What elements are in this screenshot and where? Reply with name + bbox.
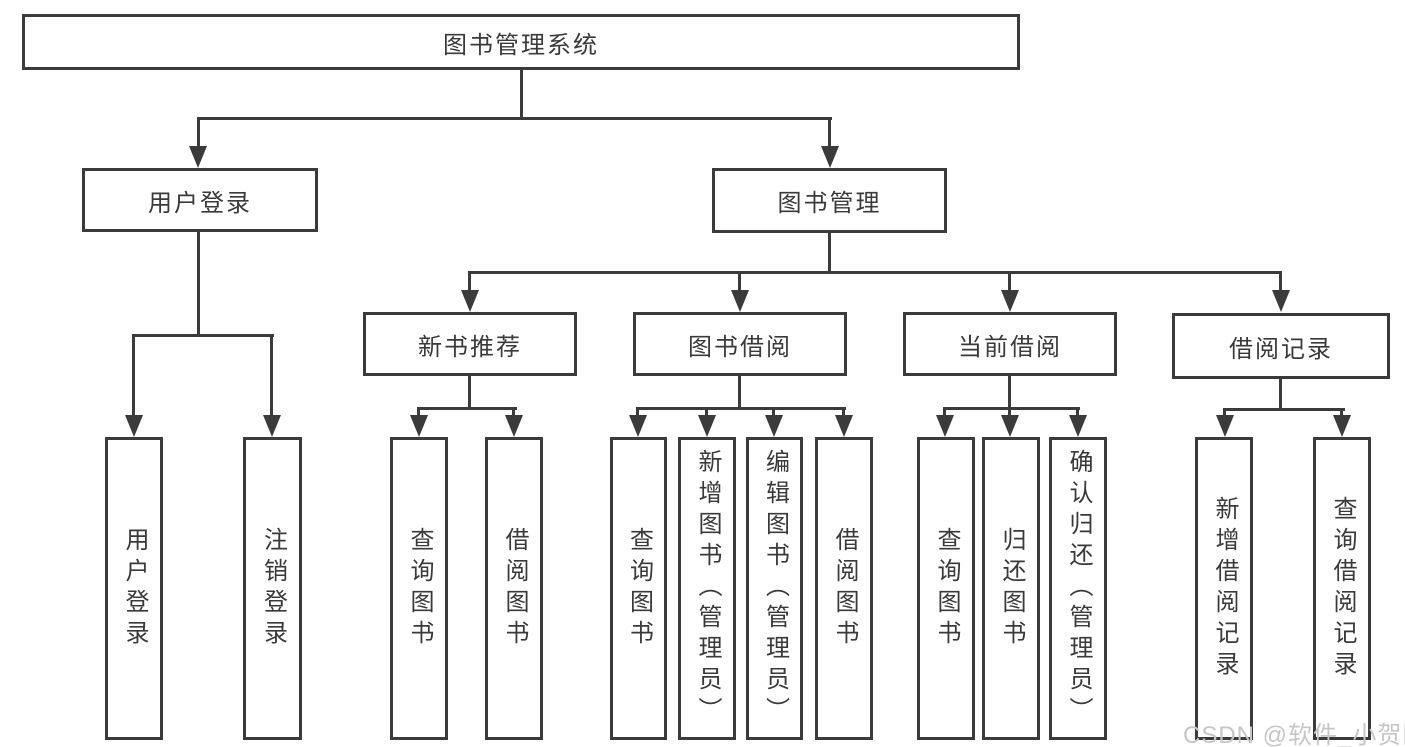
arrow-into-current-borrowing (1001, 290, 1019, 312)
connector-stem-current-borrowing (1008, 271, 1011, 292)
leaf-add-books-admin: 新增图书（管理员） (678, 437, 736, 740)
arrow-into-leaf-user-login (125, 415, 143, 437)
connector-group2-crossbar (636, 407, 846, 410)
connector-stem-add-books (705, 407, 708, 418)
leaf-borrowing-query-books-label: 查询图书 (625, 526, 653, 651)
arrow-into-borrowing-query (629, 415, 647, 437)
connector-group1-stem (468, 376, 471, 410)
node-current-borrowing: 当前借阅 (903, 312, 1117, 376)
node-library-system: 图书管理系统 (22, 14, 1020, 70)
connector-stem-book-management (828, 117, 831, 149)
arrow-into-leaf-logout (263, 415, 281, 437)
connector-stem-borrowing-borrow (842, 407, 845, 418)
csdn-watermark: CSDN @软件_小贺同学 (1183, 722, 1405, 747)
leaf-edit-books-admin-label: 编辑图书（管理员） (761, 449, 789, 728)
node-borrowing-records-label: 借阅记录 (1229, 335, 1333, 363)
connector-stem-borrowing-query (636, 407, 639, 418)
connector-group3-crossbar (943, 407, 1080, 410)
node-new-book-recommendation-label: 新书推荐 (418, 333, 522, 361)
node-new-book-recommendation: 新书推荐 (363, 312, 577, 376)
arrow-into-add-books (698, 415, 716, 437)
node-user-login: 用户登录 (82, 168, 318, 232)
leaf-logout: 注销登录 (243, 437, 302, 740)
leaf-return-books: 归还图书 (982, 437, 1040, 740)
leaf-confirm-return-admin: 确认归还（管理员） (1049, 437, 1107, 740)
leaf-current-query-books: 查询图书 (917, 437, 975, 740)
arrow-into-confirm-return (1069, 415, 1087, 437)
connector-stem-new-book-recommendation (468, 271, 471, 292)
node-current-borrowing-label: 当前借阅 (958, 333, 1062, 361)
connector-group4-crossbar (1223, 408, 1345, 411)
connector-group4-stem (1279, 379, 1282, 410)
leaf-user-login-label: 用户登录 (121, 526, 148, 651)
leaf-confirm-return-admin-label: 确认归还（管理员） (1065, 449, 1092, 728)
arrow-into-book-borrowing (731, 290, 749, 312)
connector-group1-crossbar (417, 407, 517, 410)
connector-stem-recommend-query (417, 407, 420, 418)
arrow-into-new-book-recommendation (461, 290, 479, 312)
connector-stem-leaf-user-login (132, 334, 135, 417)
leaf-user-login: 用户登录 (105, 437, 163, 740)
leaf-borrowing-borrow-books-label: 借阅图书 (831, 526, 858, 651)
arrow-into-add-record (1216, 415, 1234, 437)
connector-login-stem (197, 232, 200, 336)
connector-stem-query-record (1340, 408, 1343, 418)
connector-stem-return-books (1008, 407, 1011, 418)
node-book-borrowing: 图书借阅 (633, 312, 847, 376)
node-book-borrowing-label: 图书借阅 (688, 333, 792, 361)
node-book-management-label: 图书管理 (777, 190, 882, 217)
node-borrowing-records: 借阅记录 (1172, 313, 1390, 379)
connector-login-crossbar (132, 334, 274, 337)
arrow-into-borrowing-records (1272, 290, 1290, 312)
leaf-recommend-query-books: 查询图书 (390, 437, 448, 740)
connector-group3-stem (1008, 376, 1011, 410)
connector-root-crossbar (197, 117, 832, 120)
leaf-add-books-admin-label: 新增图书（管理员） (694, 449, 721, 728)
arrow-into-recommend-borrow (505, 415, 523, 437)
leaf-edit-books-admin: 编辑图书（管理员） (746, 437, 803, 740)
connector-management-crossbar (468, 271, 1282, 274)
leaf-query-borrow-record: 查询借阅记录 (1313, 437, 1371, 740)
arrow-into-edit-books (765, 415, 783, 437)
connector-stem-book-borrowing (738, 271, 741, 292)
connector-stem-recommend-borrow (512, 407, 515, 418)
connector-stem-add-record (1223, 408, 1226, 418)
leaf-recommend-borrow-books: 借阅图书 (485, 437, 543, 740)
connector-stem-leaf-logout (270, 334, 273, 417)
connector-stem-edit-books (772, 407, 775, 418)
connector-stem-current-query (943, 407, 946, 418)
leaf-recommend-query-books-label: 查询图书 (406, 526, 433, 651)
arrow-into-user-login (189, 146, 207, 168)
leaf-add-borrow-record: 新增借阅记录 (1195, 437, 1253, 740)
arrow-into-return-books (1001, 415, 1019, 437)
leaf-query-borrow-record-label: 查询借阅记录 (1329, 495, 1356, 682)
arrow-into-borrowing-borrow (835, 415, 853, 437)
connector-stem-confirm-return (1076, 407, 1079, 418)
connector-stem-user-login (197, 117, 200, 149)
node-library-system-label: 图书管理系统 (443, 31, 599, 59)
leaf-return-books-label: 归还图书 (998, 526, 1025, 651)
node-user-login-label: 用户登录 (148, 189, 252, 217)
leaf-logout-label: 注销登录 (259, 526, 287, 651)
leaf-current-query-books-label: 查询图书 (933, 526, 960, 651)
arrow-into-recommend-query (410, 415, 428, 437)
connector-group2-stem (738, 376, 741, 410)
leaf-add-borrow-record-label: 新增借阅记录 (1211, 495, 1238, 682)
leaf-borrowing-query-books: 查询图书 (610, 437, 667, 740)
arrow-into-current-query (936, 415, 954, 437)
leaf-borrowing-borrow-books: 借阅图书 (815, 437, 873, 740)
connector-management-stem (828, 233, 831, 274)
connector-root-stem (520, 69, 523, 119)
arrow-into-book-management (821, 146, 839, 168)
leaf-recommend-borrow-books-label: 借阅图书 (501, 526, 528, 651)
node-book-management: 图书管理 (712, 168, 947, 233)
arrow-into-query-record (1333, 415, 1351, 437)
connector-stem-borrowing-records (1279, 271, 1282, 292)
